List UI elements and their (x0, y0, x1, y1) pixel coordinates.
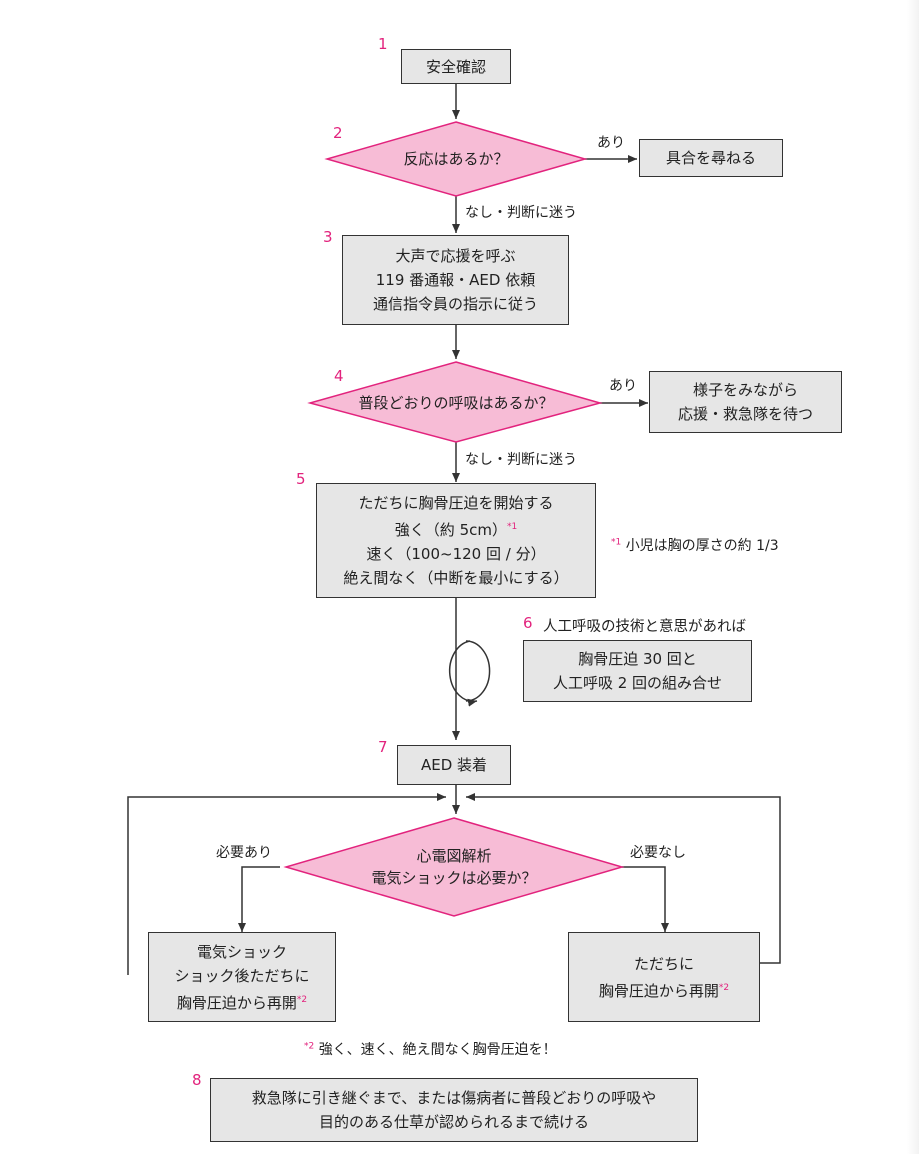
arrow-analysis-left (238, 866, 280, 932)
decision-4-yes-label: あり (609, 378, 637, 394)
decision-diamond-2 (324, 121, 588, 197)
step-7-box: AED 装着 (397, 745, 511, 785)
analysis-text: 心電図解析 電気ショックは必要か？ (334, 843, 574, 891)
step-number-7: 7 (378, 738, 388, 756)
step-number-2: 2 (333, 124, 343, 142)
analysis-line-2: 電気ショックは必要か？ (371, 869, 537, 887)
step-3-box: 大声で応援を呼ぶ 119 番通報・AED 依頼 通信指令員の指示に従う (342, 235, 569, 325)
footnote-2-text: 強く、速く、絶え間なく胸骨圧迫を！ (318, 1042, 557, 1058)
loop-right (466, 793, 781, 964)
decision-diamond-4 (307, 361, 603, 443)
step-number-5: 5 (296, 470, 306, 488)
step-6-box: 胸骨圧迫 30 回と 人工呼吸 2 回の組み合せ (523, 640, 752, 702)
analysis-line-1: 心電図解析 (416, 847, 492, 865)
decision-4-no-label: なし・判断に迷う (465, 452, 577, 468)
step-5-line-2-text: 強く（約 5cm） (394, 521, 507, 539)
no-shock-line-2: 胸骨圧迫から再開*2 (599, 976, 729, 1003)
step-5-line-4: 絶え間なく（中断を最小にする） (343, 569, 569, 587)
step-2-yes-text: 具合を尋ねる (665, 149, 756, 167)
step-3-line-3: 通信指令員の指示に従う (372, 295, 538, 313)
step-1-text: 安全確認 (425, 57, 486, 76)
step-8-box: 救急隊に引き継ぐまで、または傷病者に普段どおりの呼吸や 目的のある仕草が認められ… (210, 1078, 698, 1142)
shock-line-1: 電気ショック (196, 942, 287, 961)
step-5-line-2: 強く（約 5cm）*1 (395, 515, 517, 542)
footnote-mark-1: *1 (506, 522, 518, 532)
footnote-1: *1 小児は胸の厚さの約 1/3 (611, 535, 779, 555)
step-number-8: 8 (192, 1071, 202, 1089)
step-6-heading: 人工呼吸の技術と意思があれば (543, 619, 746, 635)
decision-2-question: 反応はあるか？ (403, 150, 509, 168)
step-7-text: AED 装着 (420, 756, 488, 774)
no-shock-box: ただちに 胸骨圧迫から再開*2 (568, 932, 760, 1022)
step-4-yes-line-2: 応援・救急隊を待つ (677, 405, 813, 423)
step-5-line-3: 速く（100~120 回 / 分） (366, 545, 546, 563)
step-number-1: 1 (378, 35, 388, 53)
shock-line-3-text: 胸骨圧迫から再開 (176, 993, 297, 1012)
step-3-line-2: 119 番通報・AED 依頼 (375, 271, 536, 289)
footnote-1-text: 小児は胸の厚さの約 1/3 (625, 538, 779, 554)
step-3-line-1: 大声で応援を呼ぶ (395, 247, 516, 265)
step-5-line-1: ただちに胸骨圧迫を開始する (358, 494, 554, 512)
shock-line-2: ショック後ただちに (174, 966, 310, 985)
no-shock-line-1: ただちに (633, 954, 694, 973)
step-number-6: 6 (523, 614, 533, 632)
step-number-4: 4 (334, 367, 344, 385)
decision-4-question: 普段どおりの呼吸はあるか？ (358, 394, 554, 412)
footnote-2-mark: *2 (304, 1041, 315, 1052)
footnote-1-mark: *1 (611, 537, 622, 548)
step-4-yes-box: 様子をみながら 応援・救急隊を待つ (649, 371, 842, 433)
decision-2-yes-label: あり (597, 135, 625, 151)
step-1-box: 安全確認 (401, 49, 511, 84)
decision-diamond-analysis (283, 817, 625, 917)
shock-line-3: 胸骨圧迫から再開*2 (177, 988, 307, 1015)
step-5-box: ただちに胸骨圧迫を開始する 強く（約 5cm）*1 速く（100~120 回 /… (316, 483, 596, 598)
decision-2-no-label: なし・判断に迷う (465, 205, 577, 221)
footnote-2: *2 強く、速く、絶え間なく胸骨圧迫を！ (304, 1039, 557, 1059)
no-shock-line-2-text: 胸骨圧迫から再開 (598, 981, 719, 1000)
step-6-line-2: 人工呼吸 2 回の組み合せ (552, 674, 723, 692)
analysis-right-label: 必要なし (630, 845, 686, 861)
footnote-mark-2-right: *2 (718, 982, 730, 993)
page-edge (907, 0, 919, 1154)
arrow-analysis-right (622, 866, 669, 932)
step-8-line-1: 救急隊に引き継ぐまで、または傷病者に普段どおりの呼吸や (251, 1089, 657, 1107)
step-2-yes-box: 具合を尋ねる (639, 139, 783, 177)
cycle-icon (448, 640, 478, 707)
step-8-line-2: 目的のある仕草が認められるまで続ける (318, 1113, 589, 1131)
step-number-3: 3 (323, 228, 333, 246)
cycle-icon-return (465, 640, 491, 702)
decision-2-text: 反応はあるか？ (346, 146, 566, 172)
footnote-mark-2-left: *2 (296, 994, 308, 1005)
step-4-yes-line-1: 様子をみながら (692, 381, 798, 399)
shock-box: 電気ショック ショック後ただちに 胸骨圧迫から再開*2 (148, 932, 336, 1022)
loop-left (127, 793, 446, 975)
analysis-left-label: 必要あり (216, 845, 272, 861)
step-6-line-1: 胸骨圧迫 30 回と (578, 650, 697, 668)
decision-4-text: 普段どおりの呼吸はあるか？ (330, 390, 582, 416)
